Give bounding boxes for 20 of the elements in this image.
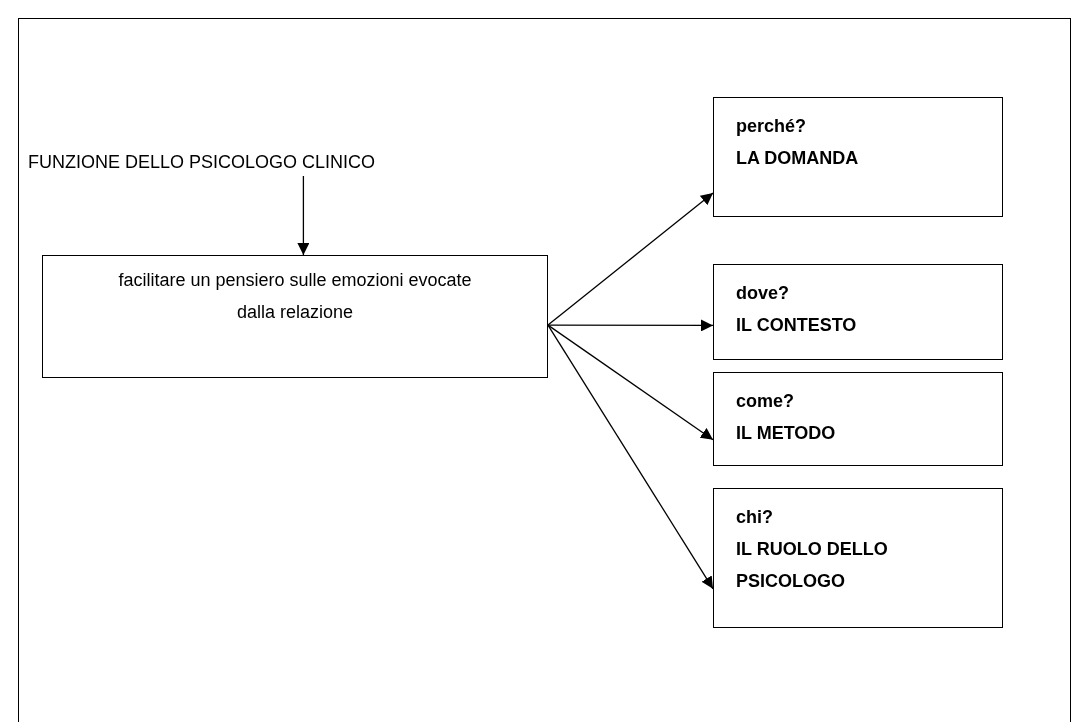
arrow <box>547 319 714 332</box>
process-box <box>713 264 1003 360</box>
box-text: come? <box>736 390 796 413</box>
box-text: chi? <box>736 506 774 529</box>
box-text: IL METODO <box>736 422 837 445</box>
box-text: facilitare un pensiero sulle emozioni evocate dalla relazione <box>117 269 473 324</box>
arrow <box>297 175 310 256</box>
process-box <box>713 97 1003 217</box>
process-box <box>713 488 1003 628</box>
box-text: IL CONTESTO <box>736 314 858 337</box>
box-text: perché? <box>736 115 808 138</box>
box-text: LA DOMANDA <box>736 147 860 170</box>
box-text: dove? <box>736 282 790 305</box>
process-box <box>42 255 548 378</box>
arrow <box>547 192 714 326</box>
box-text: IL RUOLO DELLO PSICOLOGO <box>736 538 889 593</box>
heading-text: FUNZIONE DELLO PSICOLOGO CLINICO <box>28 148 376 176</box>
arrow <box>547 324 714 441</box>
arrow <box>547 324 714 590</box>
process-box <box>713 372 1003 466</box>
